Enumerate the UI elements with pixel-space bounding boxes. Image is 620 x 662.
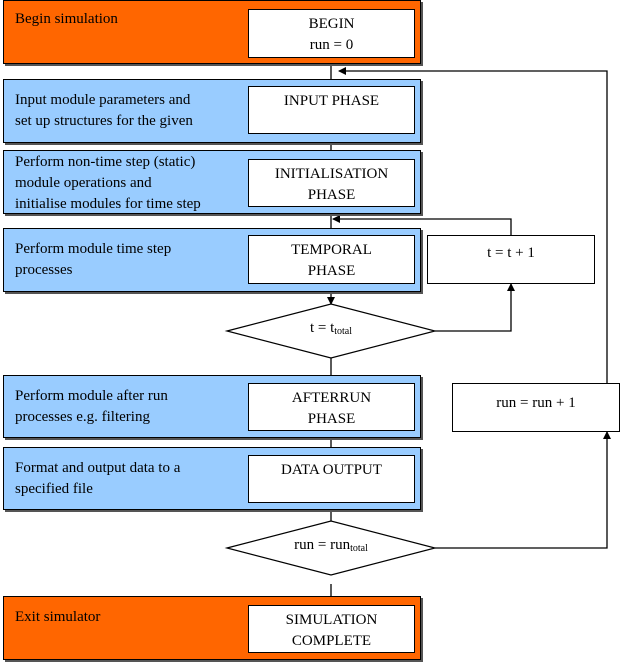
decision-diamond-run [224,520,438,576]
loop-step-to-increment [435,283,515,332]
row-description: Begin simulation [15,11,118,27]
run-increment-box: run = run + 1 [452,383,620,432]
row-initialisation: Perform non-time step (static) module op… [3,150,421,214]
decision-label-step: t = ttotal [309,320,353,337]
row-output: Format and output data to a specified fi… [3,447,421,510]
afterrun-phase-box: AFTERRUN PHASE [248,383,415,431]
box-line: BEGIN [308,16,355,32]
box-line: INITIALISATION [274,166,389,182]
loop-increment-to-temporal [332,215,512,235]
decision-diamond-step [224,303,438,359]
box-line: PHASE [307,263,356,279]
box-line: run = 0 [309,37,354,53]
data-output-box: DATA OUTPUT [248,455,415,503]
t-increment-box: t = t + 1 [427,235,595,284]
temporal-phase-box: TEMPORAL PHASE [248,235,415,284]
box-line: SIMULATION [285,612,378,628]
row-exit: Exit simulator SIMULATION COMPLETE [3,596,421,660]
box-line: PHASE [307,411,356,427]
row-description: Format and output data to a specified fi… [15,460,181,497]
row-begin: Begin simulation BEGIN run = 0 [3,0,421,64]
row-afterrun: Perform module after run processes e.g. … [3,375,421,438]
initialisation-phase-box: INITIALISATION PHASE [248,159,415,207]
row-description: Perform module after run processes e.g. … [15,388,168,425]
box-line: TEMPORAL [291,242,372,258]
input-phase-box: INPUT PHASE [248,86,415,134]
loop-runinc-to-input [338,67,608,383]
row-temporal: Perform module time step processes TEMPO… [3,228,421,292]
row-description: Perform module time step processes [15,241,172,278]
box-line: AFTERRUN [291,390,372,406]
box-line: INPUT PHASE [283,93,380,109]
loop-run-to-increment [435,431,611,549]
simulation-complete-box: SIMULATION COMPLETE [248,605,415,653]
decision-label-run: run = runtotal [294,537,368,554]
box-line: DATA OUTPUT [281,462,382,478]
row-description: Exit simulator [15,609,101,625]
box-line: PHASE [307,187,356,203]
box-line: COMPLETE [291,633,372,649]
row-input: Input module parameters and set up struc… [3,79,421,143]
begin-box: BEGIN run = 0 [248,9,415,58]
row-description: Perform non-time step (static) module op… [15,154,201,212]
row-description: Input module parameters and set up struc… [15,92,193,129]
